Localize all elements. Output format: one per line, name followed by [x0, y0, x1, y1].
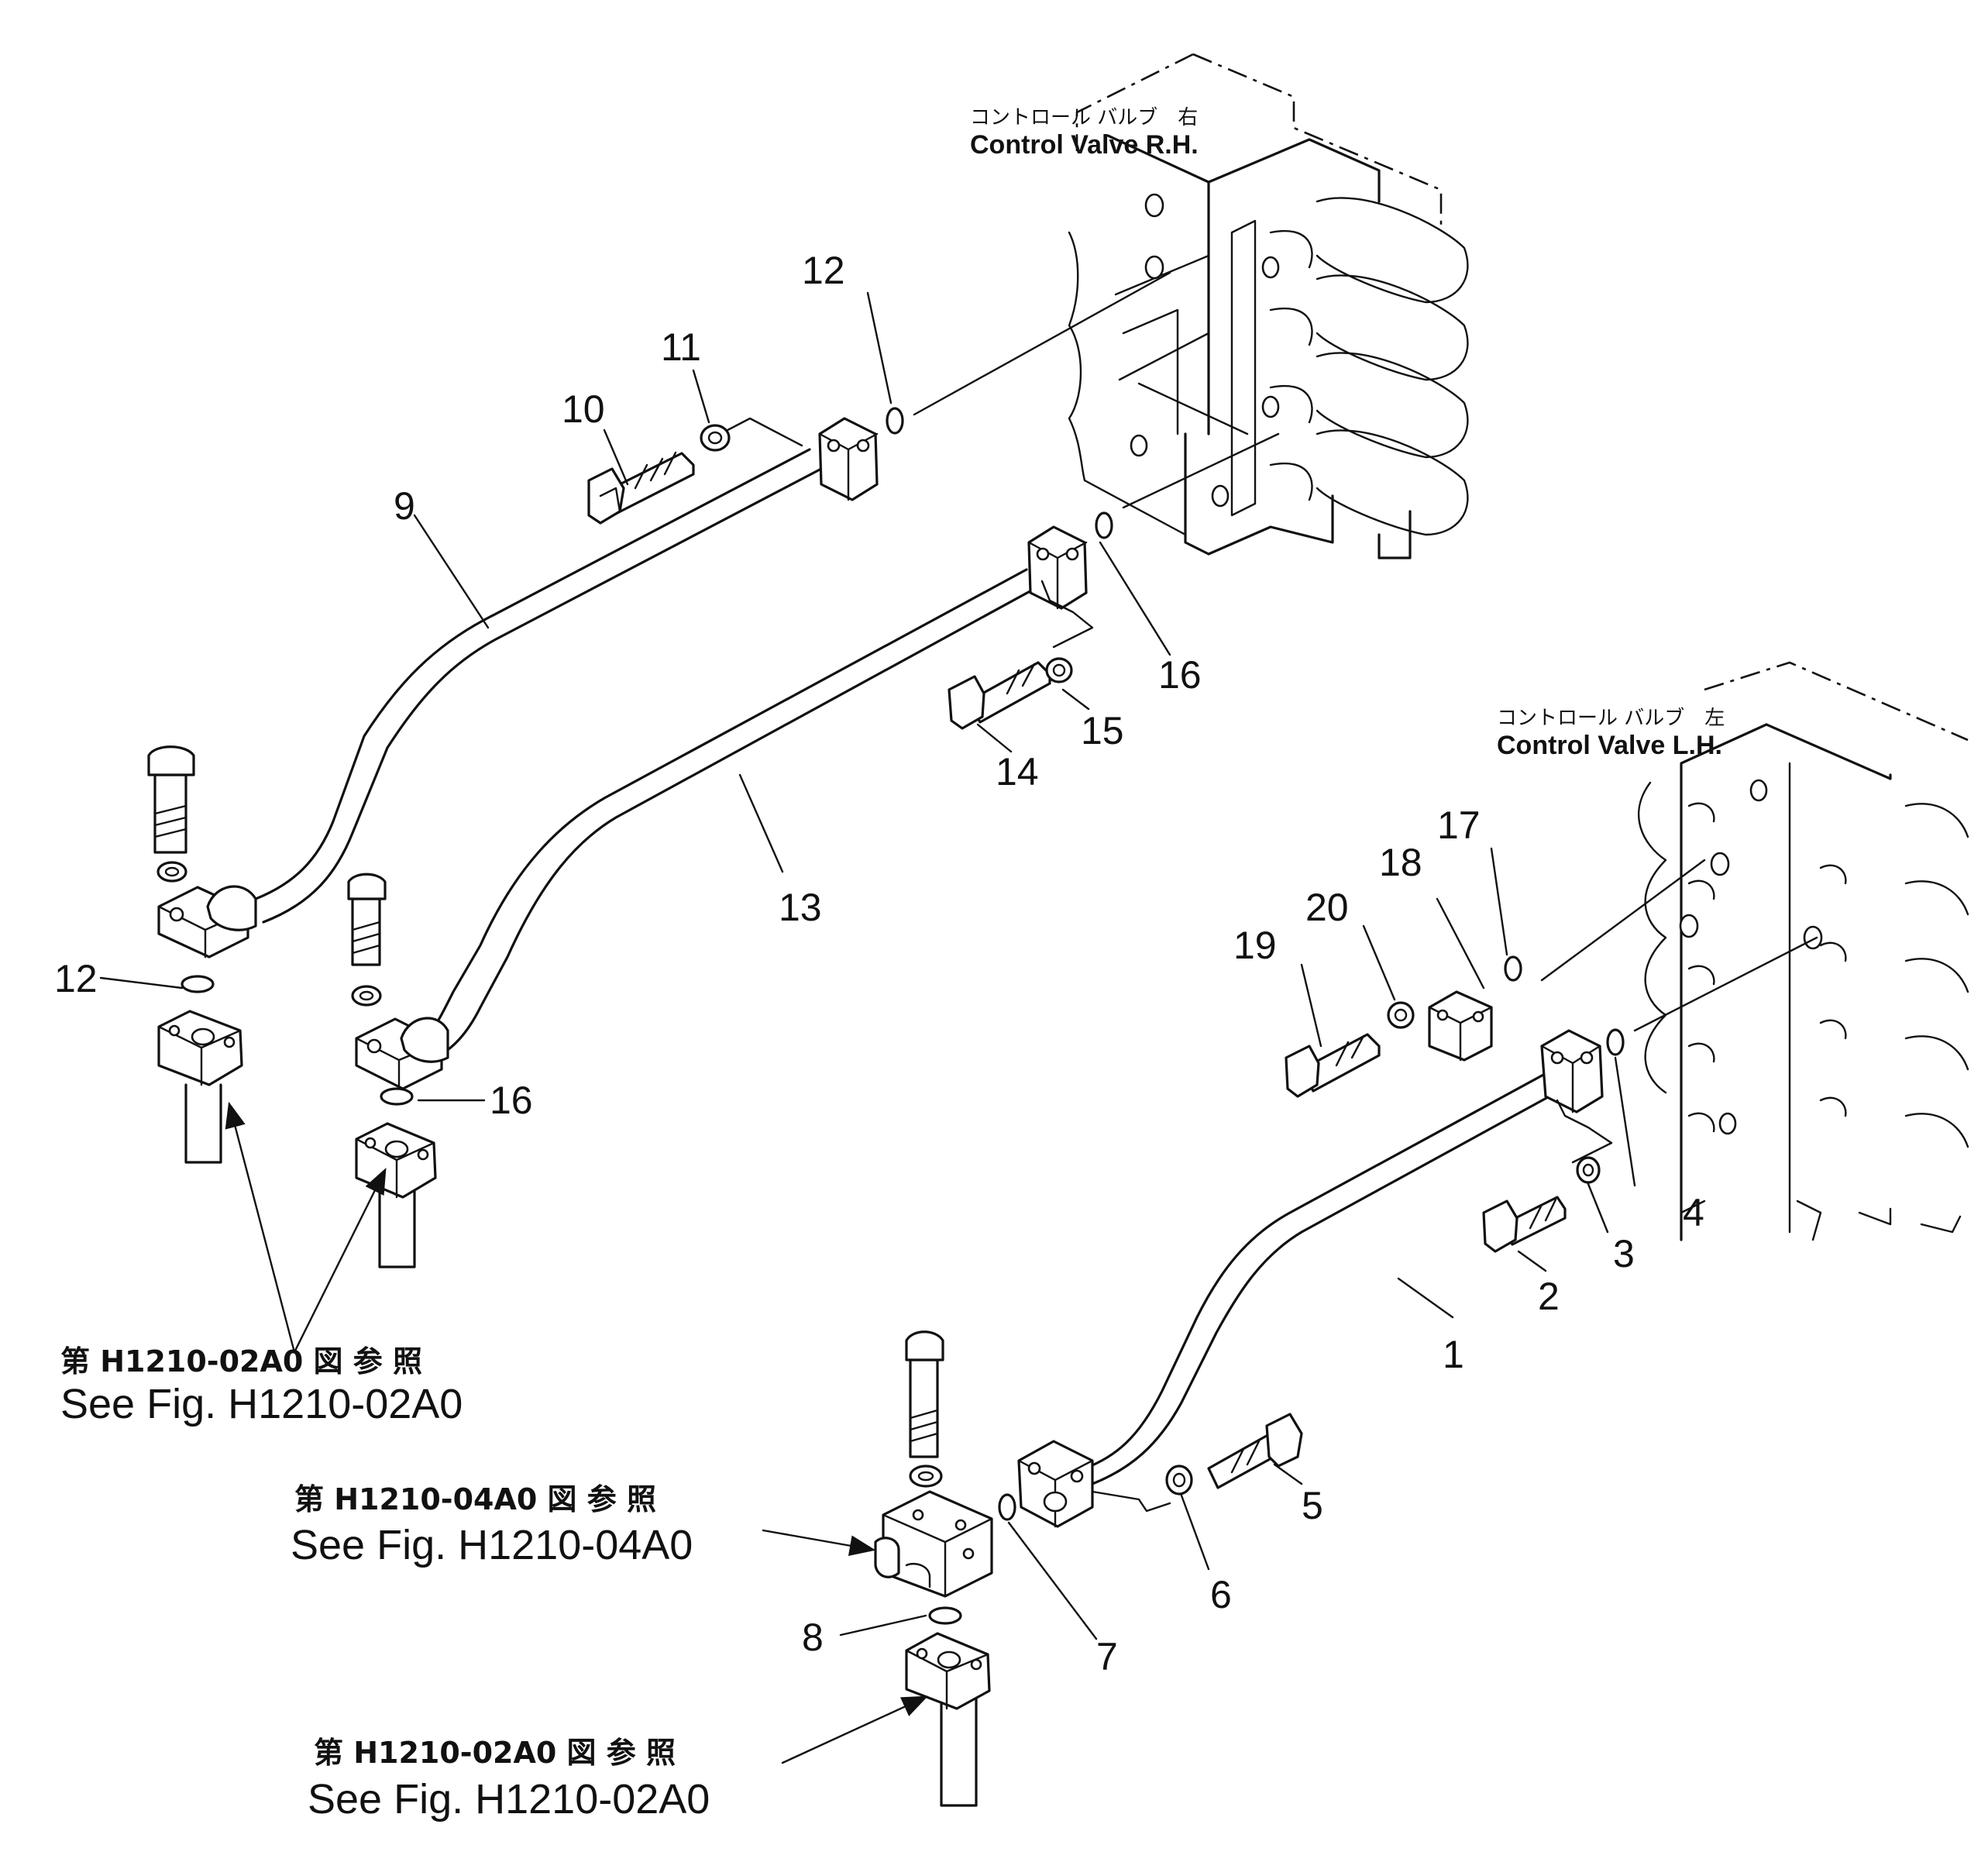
reference-1-en: See Fig. H1210-02A0: [60, 1381, 463, 1427]
valve-block-h1210-04a0: [874, 1490, 993, 1598]
callout-17: 17: [1437, 804, 1481, 847]
o-ring-7: [998, 1493, 1016, 1521]
reference-3-jp: 第 H1210-02A0 図 参 照: [314, 1736, 676, 1770]
bolt-10: [587, 451, 695, 525]
callout-1: 1: [1443, 1333, 1464, 1376]
reference-3-en: See Fig. H1210-02A0: [308, 1776, 710, 1823]
reference-2-jp: 第 H1210-04A0 図 参 照: [294, 1482, 656, 1516]
flange-18: [1428, 990, 1493, 1062]
reference-2-en: See Fig. H1210-04A0: [291, 1522, 693, 1568]
bolt-2: [1482, 1196, 1567, 1253]
washer-lower-center: [909, 1465, 943, 1488]
callout-10: 10: [562, 387, 605, 431]
bolt-lower-center: [905, 1330, 944, 1458]
mating-flange-upper-left: [157, 1010, 243, 1164]
o-ring-4: [1606, 1028, 1625, 1056]
washer-upper-left: [156, 861, 187, 883]
callout-16-upper: 16: [1158, 653, 1202, 697]
washer-11: [700, 424, 731, 452]
callout-11: 11: [661, 325, 701, 369]
control-valve-lh: [1637, 661, 1969, 1241]
callout-12-upper: 12: [802, 249, 845, 292]
control-valve-rh-label-jp: コントロール バルブ 右: [970, 106, 1198, 129]
callout-20: 20: [1305, 886, 1349, 929]
control-valve-rh-label-en: Control Valve R.H.: [970, 130, 1199, 160]
washer-15: [1045, 657, 1073, 683]
callout-14: 14: [996, 750, 1039, 793]
callout-4: 4: [1683, 1191, 1704, 1234]
o-ring-12-lower: [181, 975, 215, 993]
callouts: 12 11 10 9 16 15 14 13 12 16 17 18 20 19…: [54, 249, 1704, 1678]
bolt-upper-left: [147, 745, 195, 854]
washer-20: [1387, 1001, 1415, 1029]
callout-16-lower: 16: [490, 1079, 533, 1122]
tube-13: [355, 525, 1094, 1090]
callout-13: 13: [779, 886, 822, 929]
callout-5: 5: [1302, 1484, 1323, 1527]
callout-8: 8: [802, 1616, 824, 1659]
bolt-14: [948, 661, 1051, 730]
o-ring-16-lower: [380, 1087, 414, 1106]
callout-3: 3: [1613, 1232, 1635, 1275]
washer-6: [1165, 1465, 1193, 1496]
callout-18: 18: [1379, 841, 1422, 884]
bolt-5: [1207, 1413, 1303, 1489]
callout-6: 6: [1210, 1573, 1232, 1616]
washer-3: [1576, 1156, 1601, 1184]
o-ring-17: [1504, 955, 1522, 982]
control-valve-rh: [1068, 53, 1469, 559]
bolt-upper-middle: [347, 873, 387, 966]
callout-12-lower: 12: [54, 957, 98, 1000]
bolt-19: [1285, 1033, 1381, 1098]
callout-7: 7: [1096, 1635, 1118, 1678]
o-ring-8: [928, 1606, 962, 1625]
tube-9: [157, 417, 879, 959]
mating-flange-lower: [905, 1632, 991, 1807]
callout-19: 19: [1233, 924, 1277, 967]
o-ring-12-upper: [886, 407, 904, 435]
control-valve-lh-label-jp: コントロール バルブ 左: [1497, 707, 1725, 730]
leader-lines: [99, 291, 1636, 1640]
mating-flange-upper-middle: [355, 1122, 437, 1268]
control-valve-lh-label-en: Control Valve L.H.: [1497, 731, 1722, 760]
reference-1-jp: 第 H1210-02A0 図 参 照: [60, 1344, 422, 1379]
callout-2: 2: [1538, 1275, 1560, 1318]
reference-arrows: [225, 1101, 929, 1764]
callout-15: 15: [1081, 709, 1124, 752]
o-ring-16-upper: [1095, 511, 1113, 539]
callout-9: 9: [394, 484, 415, 528]
tube-1: [1017, 1029, 1613, 1528]
assembly-centerlines: [913, 271, 1818, 1032]
washer-upper-middle: [351, 985, 382, 1007]
